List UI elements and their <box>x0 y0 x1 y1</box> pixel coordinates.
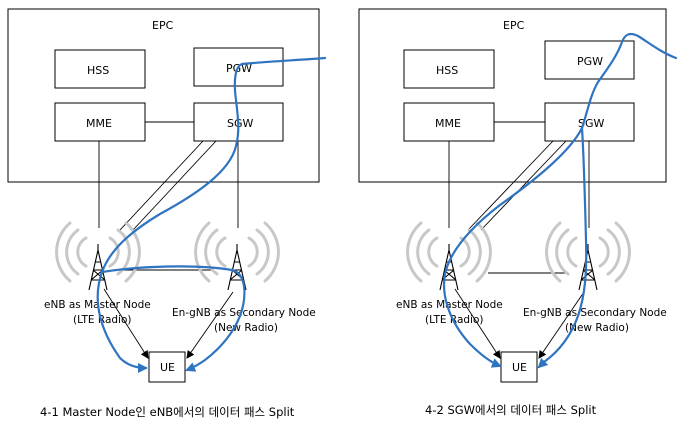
hss-label: HSS <box>436 64 458 77</box>
data-path-enb-to-gnb <box>100 265 246 372</box>
enb-label-line1: eNB as Master Node <box>396 299 503 311</box>
gnb-ue-link <box>538 291 585 359</box>
sgw-label: SGW <box>227 117 254 130</box>
ue-label: UE <box>512 361 527 374</box>
gnb-label-line2: (New Radio) <box>214 322 278 334</box>
pgw-label: PGW <box>577 55 603 68</box>
hss-box <box>54 49 146 89</box>
data-path-to-enb <box>96 56 327 373</box>
epc-label: EPC <box>503 19 525 32</box>
hss-label: HSS <box>87 64 109 77</box>
mme-box <box>403 102 495 142</box>
sgw-box <box>544 102 635 142</box>
gnb-label-line2: (New Radio) <box>565 322 629 334</box>
epc-box <box>7 8 320 183</box>
ue-box <box>500 351 538 383</box>
panel-master-node-split: EPC HSS PGW MME SGW eNB as Master Node (… <box>7 8 327 419</box>
panel-sgw-split: EPC HSS PGW MME SGW eNB as Master Node (… <box>358 8 678 417</box>
sgw-enb-link-a <box>467 140 554 231</box>
ue-box <box>148 351 186 383</box>
data-path-to-gnb <box>537 126 588 369</box>
mme-label: MME <box>86 117 112 130</box>
mme-label: MME <box>435 117 461 130</box>
data-path-to-enb <box>442 32 678 368</box>
gnb-label-line1: En-gNB as Secondary Node <box>172 307 316 319</box>
caption: 4-2 SGW에서의 데이터 패스 Split <box>425 403 597 417</box>
epc-box <box>358 8 667 183</box>
hss-box <box>403 49 495 89</box>
epc-label: EPC <box>152 19 174 32</box>
enb-ue-link <box>103 288 149 359</box>
caption: 4-1 Master Node인 eNB에서의 데이터 패스 Split <box>40 405 295 419</box>
ue-label: UE <box>160 361 175 374</box>
gnb-label-line1: En-gNB as Secondary Node <box>523 307 667 319</box>
sgw-enb-link-a <box>119 140 204 231</box>
gnb-ue-link <box>186 291 234 359</box>
enb-label-line2: (LTE Radio) <box>73 314 132 326</box>
enb-ue-link <box>454 288 501 359</box>
sgw-enb-link-b <box>132 140 217 231</box>
pgw-label: PGW <box>226 62 252 75</box>
gnb-antenna-tower-icon <box>578 243 598 291</box>
sgw-enb-link-b <box>480 140 567 231</box>
